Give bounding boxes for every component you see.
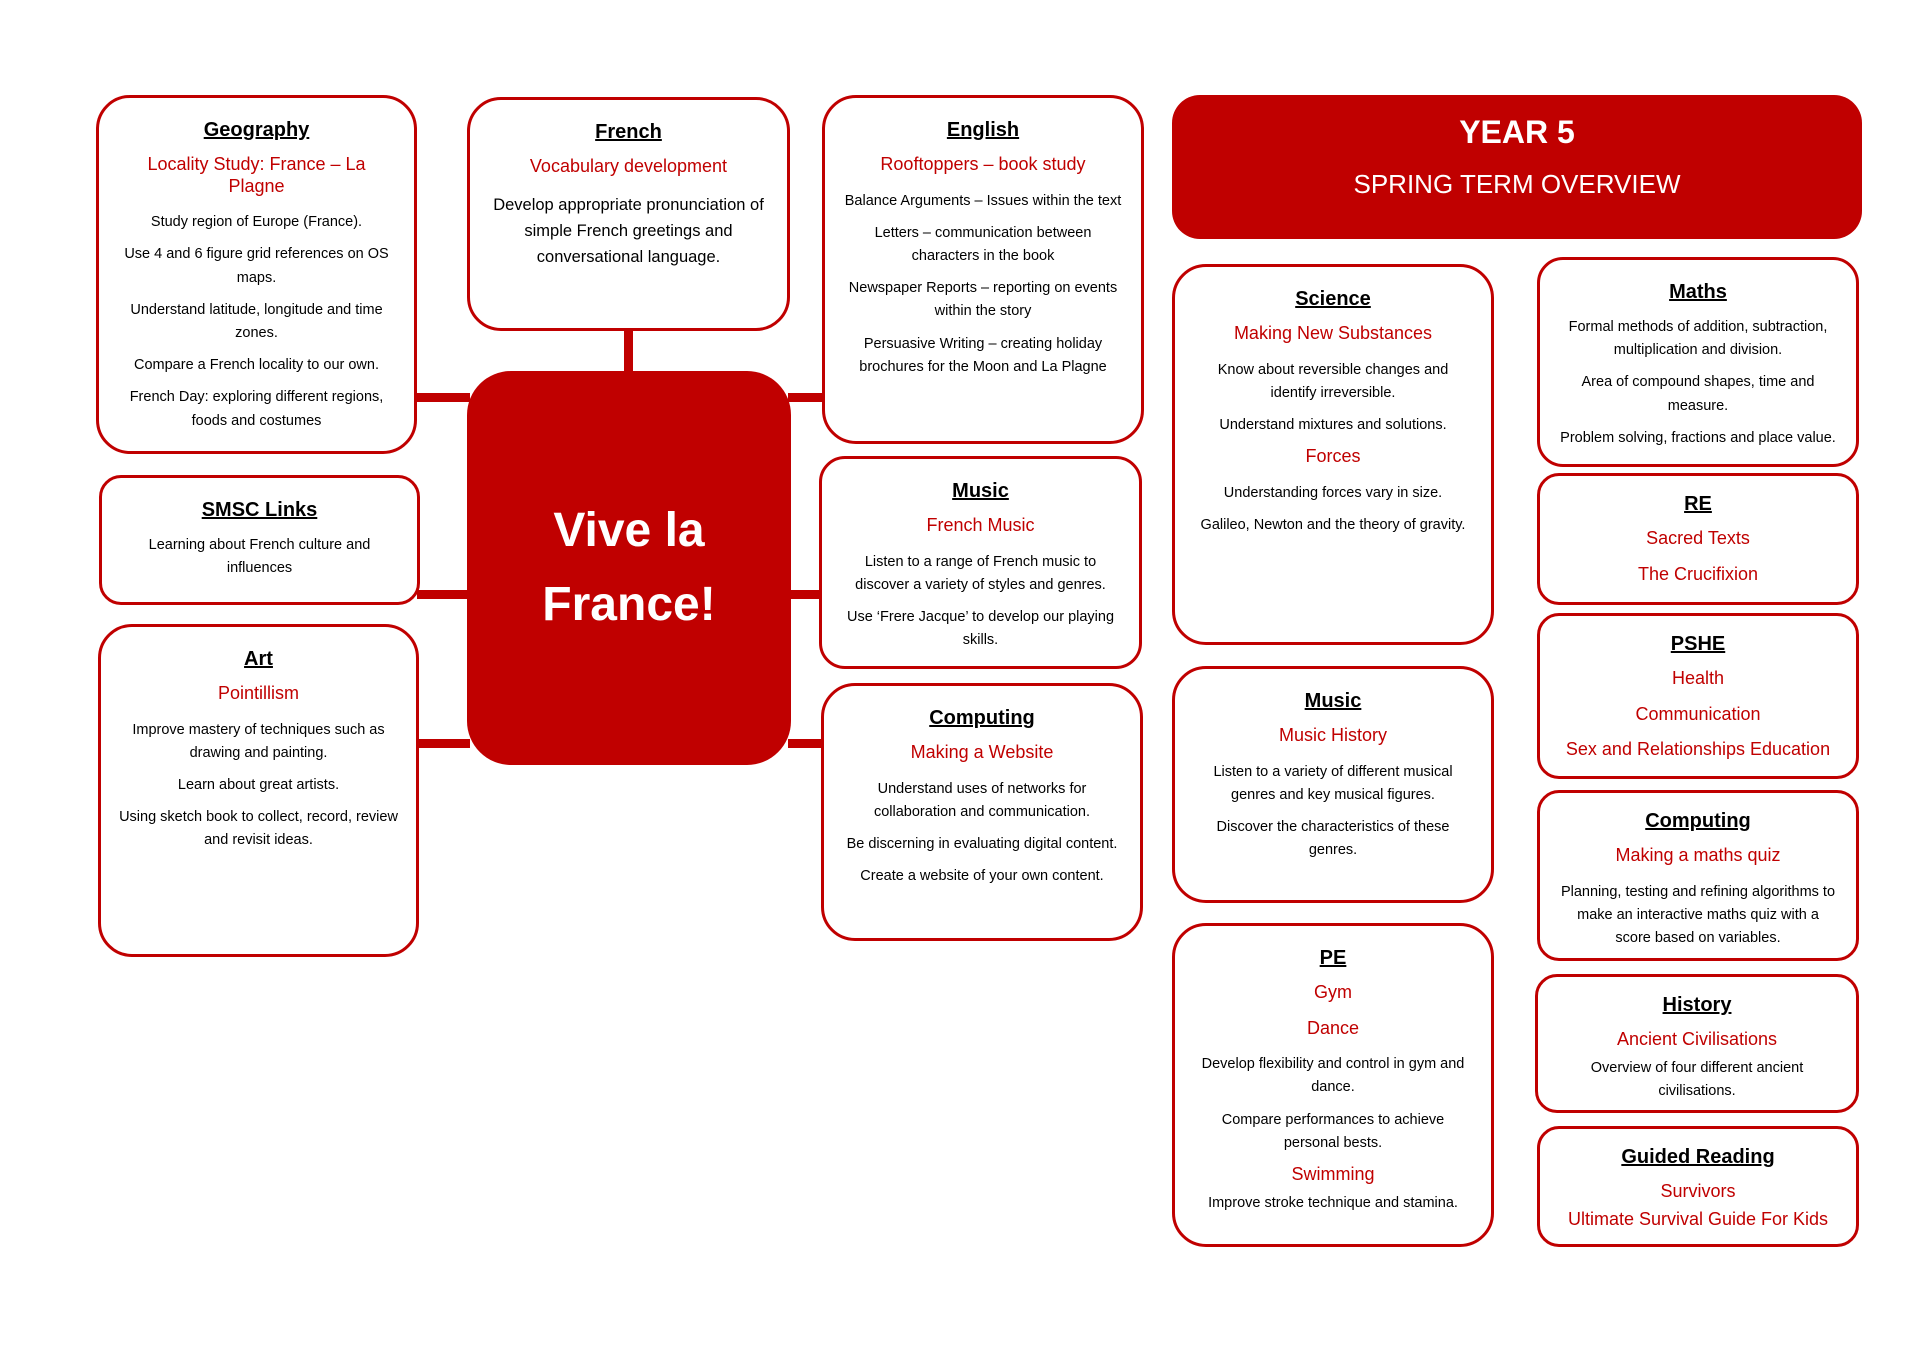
history-topic: Ancient Civilisations [1616, 1029, 1778, 1049]
computing-quiz-title: Computing [1645, 810, 1751, 832]
connector-smsc [417, 590, 470, 599]
french-topic: Vocabulary development [529, 156, 728, 176]
science-item: Understanding forces vary in size. [1223, 484, 1443, 501]
guided-reading-topic: Survivors [1660, 1181, 1736, 1201]
history-title: History [1662, 994, 1732, 1016]
overview-banner: YEAR 5 SPRING TERM OVERVIEW [1172, 95, 1862, 239]
pshe-topic: Health [1671, 668, 1725, 688]
computing-quiz-box: Computing Making a maths quiz Planning, … [1537, 790, 1859, 961]
maths-item: Problem solving, fractions and place val… [1560, 429, 1836, 446]
pe-box: PE Gym Dance Develop flexibility and con… [1172, 923, 1494, 1247]
music-france-topic: French Music [926, 515, 1035, 535]
computing-website-title: Computing [929, 707, 1035, 729]
connector-computing [788, 739, 824, 748]
geography-box: Geography Locality Study: France – La Pl… [96, 95, 417, 454]
connector-french [624, 328, 633, 374]
computing-website-item: Be discerning in evaluating digital cont… [846, 835, 1118, 852]
pe-topic: Gym [1314, 982, 1352, 1002]
computing-website-box: Computing Making a Website Understand us… [821, 683, 1143, 941]
topic-centre: Vive la France! [467, 371, 791, 765]
english-item: Persuasive Writing – creating holiday br… [859, 335, 1107, 375]
topic-title-line2: France! [542, 578, 716, 631]
music-france-box: Music French Music Listen to a range of … [819, 456, 1142, 669]
computing-website-item: Understand uses of networks for collabor… [873, 780, 1090, 820]
science-topic: Forces [1305, 446, 1361, 467]
guided-reading-title: Guided Reading [1621, 1146, 1775, 1168]
english-item: Newspaper Reports – reporting on events … [848, 280, 1118, 320]
connector-geography [414, 393, 470, 402]
art-item: Learn about great artists. [177, 776, 340, 793]
smsc-title: SMSC Links [201, 499, 318, 521]
music-history-item: Discover the characteristics of these ge… [1216, 818, 1450, 859]
pshe-topic: Sex and Relationships Education [1565, 739, 1831, 760]
smsc-item: Learning about French culture and influe… [148, 537, 371, 577]
english-topic: Rooftoppers – book study [880, 154, 1086, 174]
computing-quiz-item: Planning, testing and refining algorithm… [1560, 883, 1836, 946]
english-item: Balance Arguments – Issues within the te… [844, 192, 1122, 209]
re-topic: Sacred Texts [1646, 528, 1750, 548]
english-title: English [946, 119, 1020, 141]
music-history-item: Listen to a variety of different musical… [1213, 763, 1453, 803]
french-box: French Vocabulary development Develop ap… [467, 97, 790, 331]
pshe-box: PSHE Health Communication Sex and Relati… [1537, 613, 1859, 779]
pe-item: Improve stroke technique and stamina. [1208, 1194, 1458, 1211]
pshe-topic: Communication [1635, 703, 1761, 724]
music-france-item: Listen to a range of French music to dis… [855, 553, 1106, 593]
connector-art [417, 739, 470, 748]
computing-website-item: Create a website of your own content. [860, 868, 1104, 885]
pe-item: Compare performances to achieve personal… [1221, 1111, 1445, 1151]
geography-item: Study region of Europe (France). [150, 214, 363, 231]
maths-title: Maths [1669, 281, 1727, 303]
computing-quiz-topic: Making a maths quiz [1615, 845, 1781, 865]
re-title: RE [1684, 493, 1712, 515]
history-box: History Ancient Civilisations Overview o… [1535, 974, 1859, 1113]
guided-reading-box: Guided Reading Survivors Ultimate Surviv… [1537, 1126, 1859, 1247]
science-item: Understand mixtures and solutions. [1219, 416, 1447, 433]
science-box: Science Making New Substances Know about… [1172, 264, 1494, 645]
science-item: Galileo, Newton and the theory of gravit… [1200, 516, 1466, 533]
science-title: Science [1295, 288, 1371, 310]
banner-subtitle: SPRING TERM OVERVIEW [1353, 169, 1681, 200]
science-topic: Making New Substances [1233, 323, 1433, 343]
art-title: Art [244, 648, 273, 670]
maths-box: Maths Formal methods of addition, subtra… [1537, 257, 1859, 467]
re-box: RE Sacred Texts The Crucifixion [1537, 473, 1859, 605]
maths-item: Formal methods of addition, subtraction,… [1568, 319, 1828, 359]
connector-english [788, 393, 824, 402]
pe-topic: Dance [1306, 1017, 1360, 1038]
science-item: Know about reversible changes and identi… [1217, 361, 1449, 401]
pshe-title: PSHE [1670, 633, 1726, 655]
art-topic: Pointillism [217, 683, 300, 703]
art-box: Art Pointillism Improve mastery of techn… [98, 624, 419, 957]
topic-title-line1: Vive la [553, 503, 705, 557]
music-france-title: Music [952, 480, 1009, 502]
art-item: Improve mastery of techniques such as dr… [132, 721, 385, 761]
french-title: French [595, 121, 662, 143]
english-box: English Rooftoppers – book study Balance… [822, 95, 1144, 444]
pe-topic: Swimming [1291, 1163, 1375, 1184]
smsc-box: SMSC Links Learning about French culture… [99, 475, 420, 605]
geography-item: Use 4 and 6 figure grid references on OS… [124, 246, 389, 286]
music-history-title: Music [1304, 690, 1362, 712]
geography-topic: Locality Study: France – La Plagne [147, 154, 366, 196]
maths-item: Area of compound shapes, time and measur… [1581, 374, 1815, 414]
music-france-item: Use ‘Frere Jacque’ to develop our playin… [846, 608, 1115, 649]
connector-music [788, 590, 822, 599]
music-history-box: Music Music History Listen to a variety … [1172, 666, 1494, 903]
history-item: Overview of four different ancient civil… [1590, 1059, 1804, 1099]
english-item: Letters – communication between characte… [874, 224, 1092, 264]
banner-title: YEAR 5 [1459, 114, 1575, 150]
geography-item: Compare a French locality to our own. [134, 357, 379, 374]
art-item: Using sketch book to collect, record, re… [119, 809, 398, 849]
pe-item: Develop flexibility and control in gym a… [1201, 1056, 1465, 1096]
geography-item: French Day: exploring different regions,… [129, 389, 384, 429]
re-topic: The Crucifixion [1637, 563, 1759, 584]
guided-reading-topic: Ultimate Survival Guide For Kids [1567, 1208, 1829, 1229]
geography-item: Understand latitude, longitude and time … [130, 301, 383, 341]
pe-title: PE [1319, 947, 1347, 969]
french-item: Develop appropriate pronunciation of sim… [493, 195, 764, 267]
music-history-topic: Music History [1278, 725, 1387, 745]
geography-title: Geography [203, 119, 310, 141]
computing-website-topic: Making a Website [910, 742, 1054, 762]
